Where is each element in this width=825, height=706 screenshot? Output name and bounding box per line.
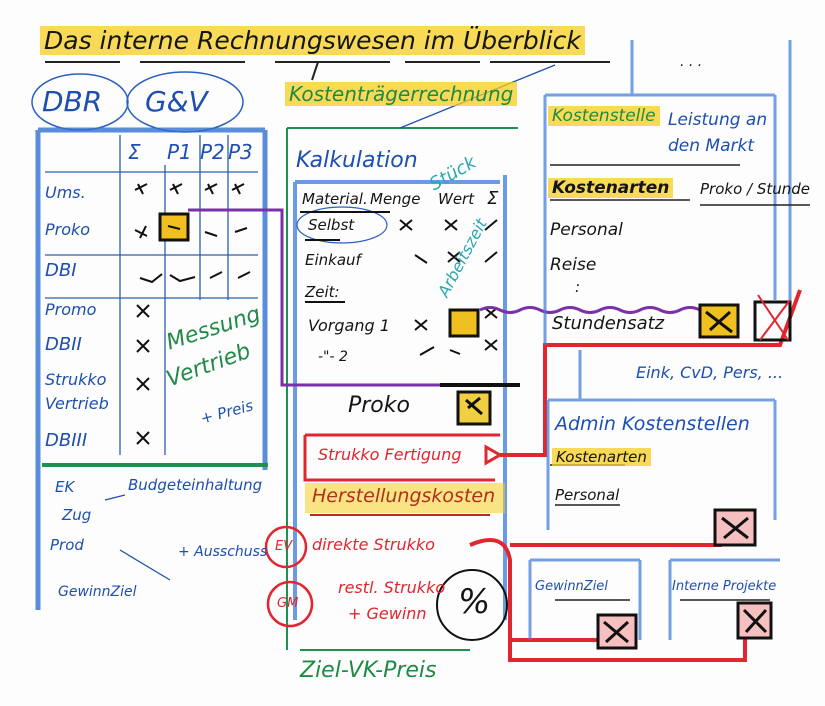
col-p3: P3	[228, 140, 253, 164]
proko-stunde: Proko / Stunde	[700, 180, 811, 198]
kostenarten-text: Kostenarten	[548, 178, 674, 198]
strukko-fertigung: Strukko Fertigung	[318, 445, 462, 464]
kostenarten-heading: Kostenarten	[548, 178, 674, 198]
row-label: DBII	[45, 334, 82, 355]
gewinnziel-box-label: GewinnZiel	[535, 579, 608, 594]
stundensatz: Stundensatz	[552, 313, 665, 334]
kostenstelle-heading: Kostenstelle	[548, 106, 660, 126]
row-label: Strukko	[45, 370, 107, 389]
gewinnziel-note: GewinnZiel	[58, 584, 137, 600]
interne-projekte-label: Interne Projekte	[672, 579, 777, 594]
row-label: Ums.	[45, 183, 86, 202]
examples-note: Eink, CvD, Pers, ...	[636, 363, 784, 382]
cost-item: :	[575, 278, 581, 296]
calc-row: -"- 2	[318, 349, 348, 365]
gm-circle-label: GM	[277, 596, 299, 611]
direkte-strukko: direkte Strukko	[312, 535, 435, 554]
herstellungskosten: Herstellungskosten	[312, 485, 496, 507]
row-label: DBI	[45, 260, 77, 281]
calc-row: Einkauf	[305, 251, 361, 269]
col-sum: Σ	[487, 188, 499, 209]
kalkulation-heading: Kalkulation	[296, 148, 418, 173]
row-label: Promo	[45, 300, 97, 319]
proko-label: Proko	[348, 393, 410, 418]
title-text: Das interne Rechnungswesen im Überblick	[40, 26, 585, 55]
lower-label: EK	[55, 478, 75, 496]
calc-row: Selbst	[308, 216, 355, 234]
row-label: DBIII	[45, 430, 88, 451]
kostenstelle-text: Kostenstelle	[548, 106, 660, 126]
heading-text: Kostenträgerrechnung	[285, 82, 518, 106]
dbr-label: DBR	[42, 85, 103, 118]
page-title: Das interne Rechnungswesen im Überblick	[40, 26, 585, 55]
kostentraeger-heading: Kostenträgerrechnung	[285, 82, 518, 106]
col-p1: P1	[167, 140, 192, 164]
lower-label: Prod	[50, 536, 84, 554]
guv-label: G&V	[145, 85, 208, 118]
col-sigma: Σ	[128, 140, 141, 164]
leistung-note: Leistung an den Markt	[668, 110, 768, 156]
cost-item: Personal	[550, 220, 623, 240]
budget-note: Budgeteinhaltung	[128, 476, 263, 494]
gewinn: + Gewinn	[348, 604, 427, 623]
col-material: Material.	[302, 190, 368, 208]
restl-strukko: restl. Strukko	[338, 578, 446, 597]
admin-kostenarten-text: Kostenarten	[552, 448, 651, 466]
calc-row: Zeit:	[305, 283, 340, 301]
dots: . . .	[680, 54, 703, 70]
calc-row: Vorgang 1	[308, 316, 390, 335]
row-label: Proko	[45, 220, 91, 239]
percent-symbol: %	[458, 582, 491, 622]
admin-personal: Personal	[555, 486, 620, 504]
col-menge: Menge	[370, 190, 421, 208]
col-wert: Wert	[438, 190, 475, 208]
x-marks	[134, 183, 251, 445]
admin-kostenarten: Kostenarten	[552, 448, 651, 466]
lower-label: Zug	[62, 506, 92, 524]
col-p2: P2	[200, 140, 225, 164]
admin-heading: Admin Kostenstellen	[555, 413, 750, 435]
cost-item: Reise	[550, 255, 597, 275]
ev-circle-label: EV	[275, 539, 293, 554]
row-label: Vertrieb	[45, 394, 109, 413]
ziel-vk-preis: Ziel-VK-Preis	[300, 658, 437, 683]
ausschuss-note: + Ausschuss	[178, 544, 268, 560]
